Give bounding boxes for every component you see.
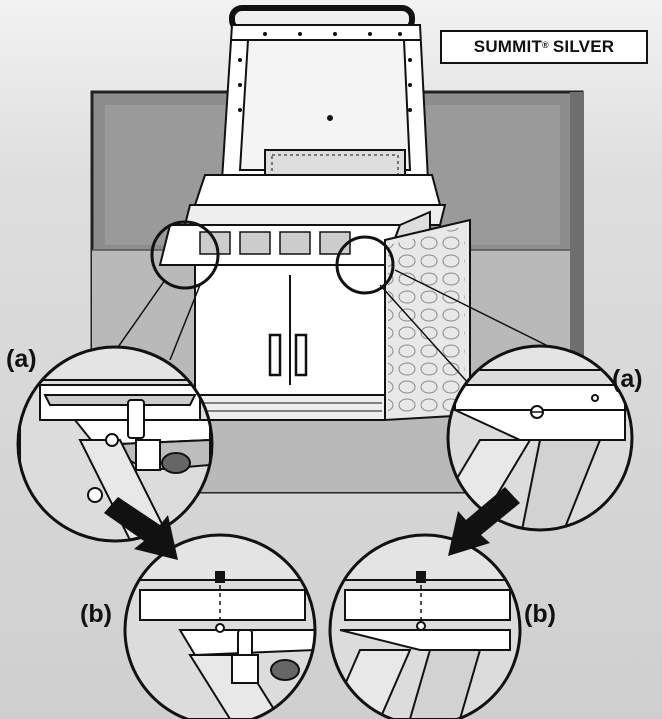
locator-circle-right (335, 235, 395, 295)
grill-body (158, 174, 471, 422)
arrow-down-left (448, 487, 520, 556)
brand-model: SILVER (552, 37, 615, 56)
detail-circle-right-b (328, 533, 522, 719)
callout-b-right: (b) (524, 600, 556, 628)
callout-b-left: (b) (80, 600, 112, 628)
registered-mark: ® (542, 40, 549, 50)
leader-line (394, 269, 561, 353)
detail-circle-right-a (446, 344, 634, 532)
callout-a-right: (a) (612, 365, 643, 393)
leader-line (379, 284, 471, 386)
brand-name: SUMMIT (473, 37, 543, 56)
brand-label: SUMMIT®SILVER (440, 30, 648, 64)
detail-circle-left-b (123, 533, 317, 719)
callout-a-left: (a) (6, 345, 37, 373)
arrow-down-right (104, 497, 178, 560)
locator-circle-left (150, 220, 220, 290)
leader-line (169, 284, 201, 361)
grill-lid (220, 5, 430, 181)
